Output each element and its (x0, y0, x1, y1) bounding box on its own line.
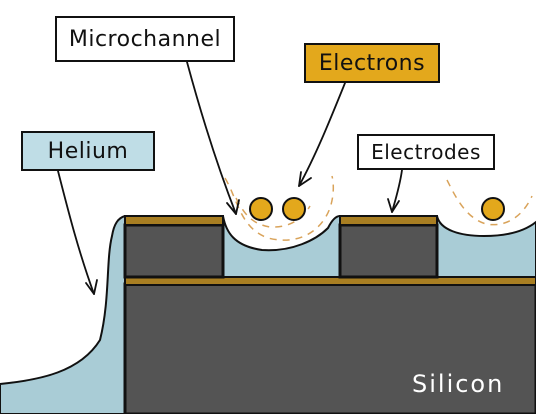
silicon-pillar-right (338, 223, 439, 279)
electrode-strip-right (339, 215, 438, 226)
field-line-outer-2 (446, 179, 533, 226)
silicon-pillar-left (123, 223, 225, 279)
electron (249, 197, 273, 221)
electrode-strip-left (124, 215, 224, 226)
arrow-helium (57, 170, 98, 295)
label-silicon: Silicon (412, 370, 505, 398)
label-electrodes: Electrodes (357, 134, 495, 170)
arrow-electrodes (387, 169, 403, 213)
arrow-electrons (298, 82, 346, 187)
arrow-microchannel (186, 61, 240, 215)
electron (282, 197, 306, 221)
electron (481, 197, 505, 221)
label-electrons: Electrons (304, 43, 440, 83)
label-microchannel: Microchannel (55, 16, 235, 62)
bottom-electrode-layer (124, 276, 536, 286)
label-helium: Helium (21, 131, 155, 171)
field-line-outer-1 (224, 175, 335, 241)
